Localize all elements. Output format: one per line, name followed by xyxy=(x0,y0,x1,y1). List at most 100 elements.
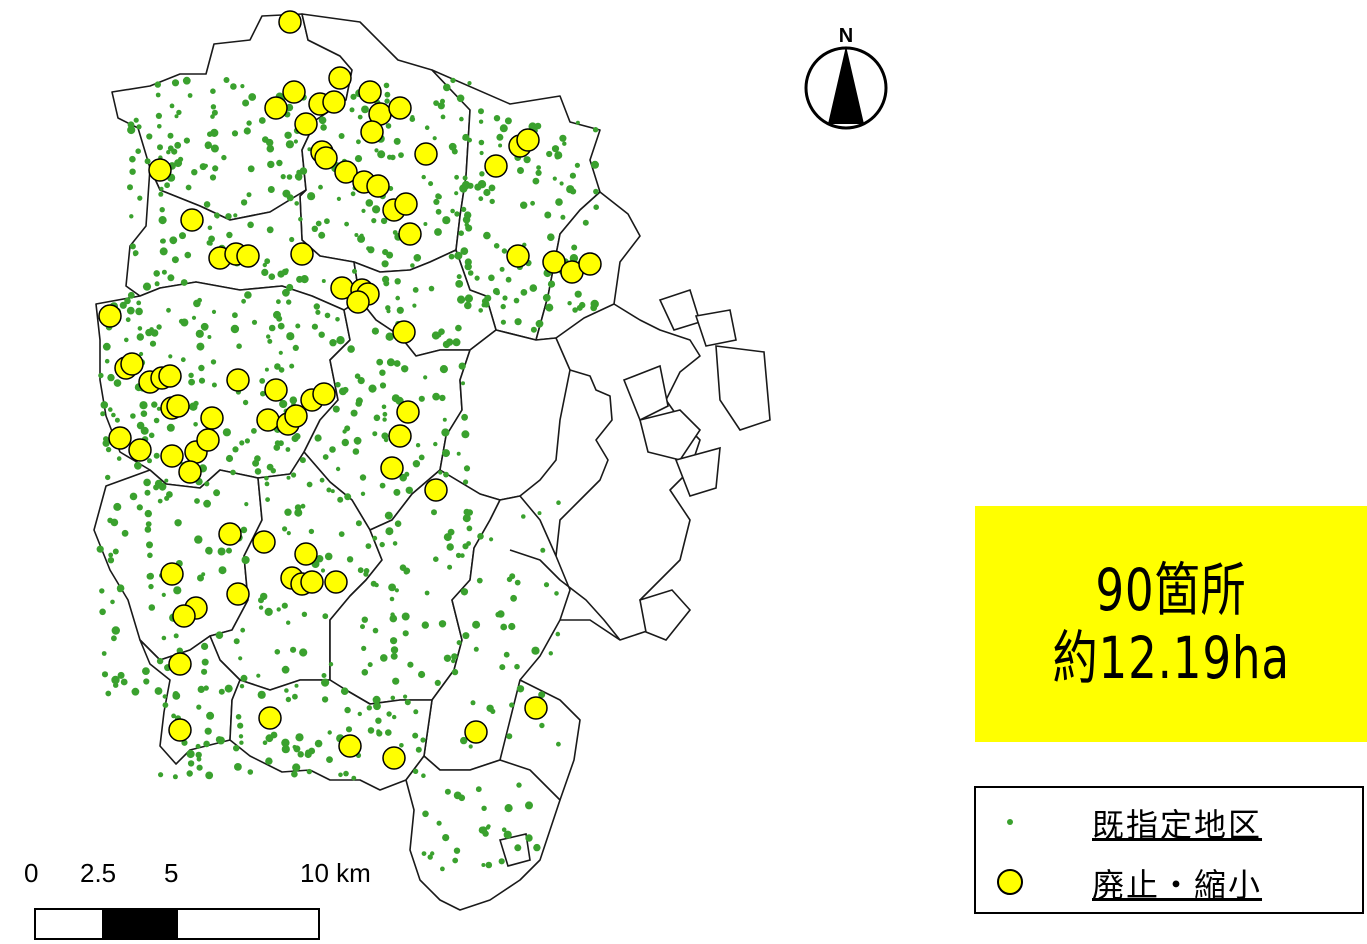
removed-district-circle xyxy=(264,378,288,402)
existing-district-dot xyxy=(246,192,252,198)
existing-district-dot xyxy=(508,622,516,631)
existing-district-dot xyxy=(372,627,379,634)
existing-district-dot xyxy=(193,422,198,427)
existing-district-dot xyxy=(111,626,121,635)
existing-district-dot xyxy=(412,460,421,468)
existing-district-dot xyxy=(467,81,472,86)
existing-district-dot xyxy=(277,322,285,330)
existing-district-dot xyxy=(324,218,330,225)
existing-district-dot xyxy=(500,319,506,325)
legend-label-removed: 廃止・縮小 xyxy=(1092,866,1263,904)
existing-district-dot xyxy=(350,93,357,100)
existing-district-dot xyxy=(235,714,242,720)
existing-district-dot xyxy=(99,588,105,594)
existing-district-dot xyxy=(196,764,203,771)
existing-district-dot xyxy=(537,511,542,516)
removed-district-circle xyxy=(346,290,370,314)
existing-district-dot xyxy=(484,294,492,302)
existing-district-dot xyxy=(111,412,116,418)
removed-district-circle xyxy=(294,112,318,136)
removed-district-circle xyxy=(314,146,338,170)
existing-district-dot xyxy=(517,167,524,174)
existing-district-dot xyxy=(314,436,321,442)
existing-district-dot xyxy=(384,98,390,104)
existing-district-dot xyxy=(211,309,217,314)
existing-district-dot xyxy=(457,295,466,304)
existing-district-dot xyxy=(542,293,551,302)
existing-district-dot xyxy=(385,305,391,311)
removed-district-circle xyxy=(290,242,314,266)
existing-district-dot xyxy=(555,631,561,637)
existing-district-dot xyxy=(154,687,163,695)
existing-district-dot xyxy=(203,685,209,691)
existing-district-dot xyxy=(174,114,179,119)
existing-district-dot xyxy=(231,130,239,137)
existing-district-dot xyxy=(399,564,407,571)
existing-district-dot xyxy=(276,299,281,305)
existing-district-dot xyxy=(211,382,217,388)
existing-district-dot xyxy=(466,541,471,546)
existing-district-dot xyxy=(306,768,312,775)
removed-district-circle xyxy=(312,382,336,406)
existing-district-dot xyxy=(135,307,143,316)
existing-district-dot xyxy=(164,182,171,189)
removed-district-circle xyxy=(328,66,352,90)
existing-district-dot xyxy=(274,440,281,446)
existing-district-dot xyxy=(371,218,377,224)
existing-district-dot xyxy=(191,315,197,320)
removed-district-circle xyxy=(380,456,404,480)
existing-district-dot xyxy=(335,466,341,472)
existing-district-dot xyxy=(393,137,401,145)
existing-district-dot xyxy=(465,224,473,232)
existing-district-dot xyxy=(352,448,360,455)
existing-district-dot xyxy=(498,143,503,148)
summary-count: 90箇所 xyxy=(1095,556,1247,624)
existing-district-dot xyxy=(386,251,394,259)
existing-district-dot xyxy=(167,274,175,282)
existing-district-dot xyxy=(239,440,245,446)
existing-district-dot xyxy=(145,521,152,527)
existing-district-dot xyxy=(210,144,219,153)
existing-district-dot xyxy=(167,145,174,152)
existing-district-dot xyxy=(147,572,155,580)
existing-district-dot xyxy=(516,782,522,788)
existing-district-dot xyxy=(554,591,559,596)
existing-district-dot xyxy=(159,186,164,191)
existing-district-dot xyxy=(327,730,332,735)
summary-box: 90箇所 約12.19ha xyxy=(975,506,1367,742)
existing-district-dot xyxy=(593,188,599,195)
existing-district-dot xyxy=(514,663,520,670)
scale-bar xyxy=(34,908,320,940)
existing-district-dot xyxy=(462,632,470,640)
existing-district-dot xyxy=(158,191,164,197)
existing-district-dot xyxy=(582,219,589,226)
existing-district-dot xyxy=(504,117,512,125)
existing-district-dot xyxy=(393,488,401,496)
existing-district-dot xyxy=(415,746,422,753)
existing-district-dot xyxy=(105,446,112,453)
removed-district-circle xyxy=(218,522,242,546)
existing-district-dot xyxy=(264,258,271,265)
existing-district-dot xyxy=(592,127,599,133)
existing-district-dot xyxy=(144,158,151,165)
existing-district-dot xyxy=(533,843,541,852)
existing-district-dot xyxy=(451,668,459,676)
removed-district-circle xyxy=(338,734,362,758)
existing-district-dot xyxy=(392,714,397,720)
existing-district-dot xyxy=(291,472,297,478)
existing-district-dot xyxy=(443,533,452,542)
existing-district-dot xyxy=(440,114,446,120)
existing-district-dot xyxy=(130,413,136,419)
existing-district-dot xyxy=(347,345,355,353)
existing-district-dot xyxy=(500,303,506,310)
existing-district-dot xyxy=(196,756,202,762)
existing-district-dot xyxy=(134,461,142,470)
existing-district-dot xyxy=(332,405,340,413)
existing-district-dot xyxy=(137,326,143,331)
existing-district-dot xyxy=(478,308,484,313)
existing-district-dot xyxy=(295,733,304,742)
existing-district-dot xyxy=(216,736,225,745)
existing-district-dot xyxy=(311,323,318,330)
existing-district-dot xyxy=(298,216,303,222)
existing-district-dot xyxy=(164,478,169,483)
